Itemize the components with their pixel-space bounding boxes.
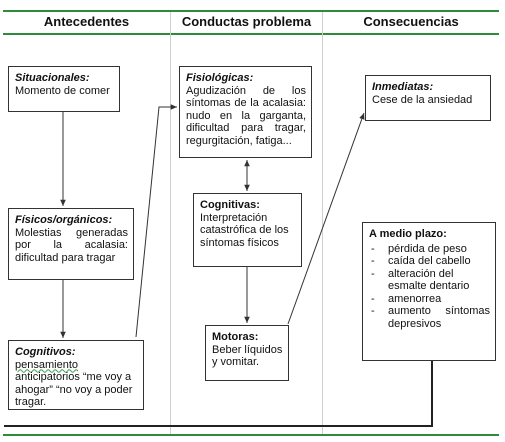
box-title: Inmediatas: — [372, 81, 434, 93]
box-title: Situacionales: — [15, 72, 90, 84]
box-medio-plazo: A medio plazo: pérdida de peso caída del… — [362, 222, 496, 361]
list-item: amenorrea — [369, 293, 490, 306]
box-cognitivas: Cognitivas: Interpretación catastrófica … — [193, 193, 302, 267]
box-title: Fisiológicas: — [186, 72, 254, 84]
box-title: Cognitivos: — [15, 346, 76, 358]
list-item: alteración del esmalte dentario — [369, 268, 490, 293]
header-rule — [3, 33, 499, 35]
column-header-consecuencias: Consecuencias — [363, 14, 459, 29]
box-cognitivos-antecedentes: Cognitivos: pensamiento anticipatorios “… — [8, 340, 144, 410]
spellcheck-underlined-word: pensamiento — [15, 358, 78, 371]
box-fisicos-organicos: Físicos/orgánicos: Molestias generadas p… — [8, 208, 134, 280]
box-body: Agudización de los síntomas de la acalas… — [186, 84, 306, 147]
column-header-conductas-problema: Conductas problema — [181, 14, 312, 29]
box-body: Interpretación catastrófica de los sínto… — [200, 211, 289, 249]
column-header-antecedentes: Antecedentes — [43, 14, 130, 29]
medio-plazo-list: pérdida de peso caída del cabello altera… — [369, 243, 490, 331]
box-situacionales: Situacionales: Momento de comer — [8, 66, 120, 112]
box-fisiologicas: Fisiológicas: Agudización de los síntoma… — [179, 66, 312, 158]
box-title: Motoras: — [212, 331, 259, 343]
top-rule — [3, 10, 499, 12]
box-body: Cese de la ansiedad — [372, 93, 473, 106]
list-item: aumento síntomas depresivos — [369, 305, 490, 330]
arrow-motoras-to-inmediatas — [287, 112, 365, 325]
box-motoras: Motoras: Beber líquidos y vomitar. — [205, 325, 289, 381]
box-body: Molestias generadas por la acalasia: dif… — [15, 226, 128, 264]
box-inmediatas: Inmediatas: Cese de la ansiedad — [365, 75, 491, 121]
arrow-cognitivos-to-fisiologicas — [135, 104, 177, 338]
box-title: Físicos/orgánicos: — [15, 214, 113, 226]
box-body: pensamiento anticipatorios “me voy a aho… — [15, 358, 133, 409]
box-body: Beber líquidos y vomitar. — [212, 343, 283, 369]
column-divider-2 — [322, 12, 323, 434]
box-body: Momento de comer — [15, 84, 110, 97]
connector-medio-plazo-to-bottom — [4, 361, 433, 427]
box-title: A medio plazo: — [369, 228, 447, 240]
bottom-rule — [3, 434, 499, 436]
list-item: pérdida de peso — [369, 243, 490, 256]
list-item: caída del cabello — [369, 255, 490, 268]
box-title: Cognitivas: — [200, 199, 260, 211]
column-divider-1 — [170, 12, 171, 434]
